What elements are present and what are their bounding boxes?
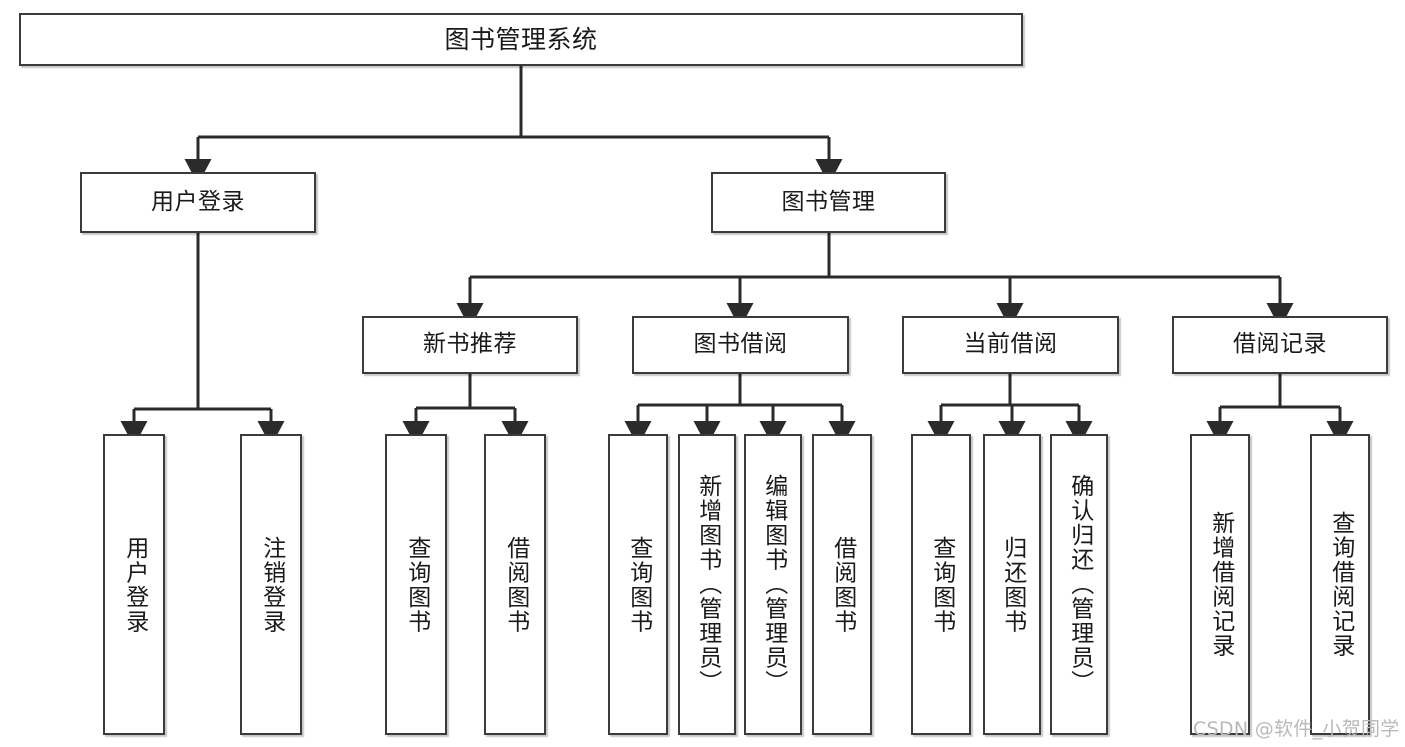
node-label: 查询借阅记录 bbox=[1327, 511, 1354, 658]
node-label: 用户登录 bbox=[151, 188, 245, 215]
node-label: 图书管理系统 bbox=[444, 24, 598, 54]
node-label: 新增图书（管理员） bbox=[694, 474, 721, 695]
node-user-login[interactable]: 用户登录 bbox=[80, 172, 316, 233]
node-label: 查询图书 bbox=[625, 535, 652, 634]
node-label: 归还图书 bbox=[999, 535, 1026, 634]
node-leaf-user-login[interactable]: 用户登录 bbox=[103, 434, 165, 735]
node-label: 查询图书 bbox=[403, 535, 430, 634]
node-current-borrow[interactable]: 当前借阅 bbox=[902, 316, 1119, 374]
connector-lines bbox=[120, 66, 1354, 447]
node-leaf-confirm-return[interactable]: 确认归还（管理员） bbox=[1050, 434, 1108, 735]
node-new-book-recommend[interactable]: 新书推荐 bbox=[362, 316, 578, 374]
node-leaf-query-book-2[interactable]: 查询图书 bbox=[608, 434, 668, 735]
node-label: 新书推荐 bbox=[423, 331, 517, 358]
node-label: 注销登录 bbox=[258, 535, 285, 634]
node-root-title[interactable]: 图书管理系统 bbox=[19, 13, 1023, 66]
node-label: 借阅图书 bbox=[502, 535, 529, 634]
node-label: 确认归还（管理员） bbox=[1066, 474, 1093, 695]
node-leaf-user-logout[interactable]: 注销登录 bbox=[240, 434, 302, 735]
node-leaf-query-book-3[interactable]: 查询图书 bbox=[911, 434, 971, 735]
node-book-borrow[interactable]: 图书借阅 bbox=[632, 316, 849, 374]
node-leaf-return-book[interactable]: 归还图书 bbox=[983, 434, 1041, 735]
node-label: 用户登录 bbox=[121, 535, 148, 634]
node-label: 图书借阅 bbox=[693, 331, 788, 358]
node-label: 编辑图书（管理员） bbox=[760, 474, 787, 695]
node-label: 当前借阅 bbox=[963, 331, 1058, 358]
node-book-manage[interactable]: 图书管理 bbox=[711, 172, 946, 233]
node-leaf-edit-book[interactable]: 编辑图书（管理员） bbox=[744, 434, 802, 735]
node-label: 借阅图书 bbox=[829, 535, 856, 634]
node-label: 查询图书 bbox=[928, 535, 955, 634]
node-borrow-record[interactable]: 借阅记录 bbox=[1172, 316, 1388, 374]
node-leaf-borrow-book-2[interactable]: 借阅图书 bbox=[812, 434, 872, 735]
node-leaf-query-book-1[interactable]: 查询图书 bbox=[385, 434, 447, 735]
node-leaf-add-record[interactable]: 新增借阅记录 bbox=[1190, 434, 1250, 735]
node-leaf-borrow-book-1[interactable]: 借阅图书 bbox=[484, 434, 546, 735]
node-leaf-add-book[interactable]: 新增图书（管理员） bbox=[678, 434, 736, 735]
node-label: 借阅记录 bbox=[1233, 331, 1327, 358]
node-label: 图书管理 bbox=[781, 188, 876, 215]
node-label: 新增借阅记录 bbox=[1207, 511, 1234, 658]
node-leaf-query-record[interactable]: 查询借阅记录 bbox=[1310, 434, 1370, 735]
